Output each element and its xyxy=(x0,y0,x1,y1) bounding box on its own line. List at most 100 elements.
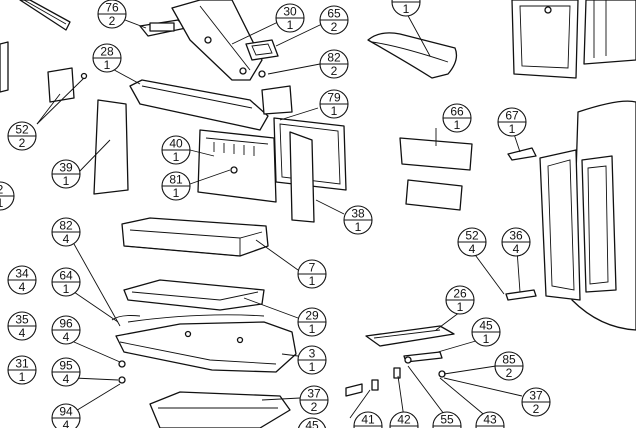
part-27-shape xyxy=(367,32,458,79)
part-quantity: 4 xyxy=(19,326,26,340)
part-quantity: 1 xyxy=(454,118,461,132)
part-number: 45 xyxy=(305,419,319,428)
part-95-screw xyxy=(118,376,126,384)
stove-body-right xyxy=(511,0,636,331)
part-number: 37 xyxy=(529,389,543,403)
part-number: 55 xyxy=(440,413,454,427)
part-42-shape xyxy=(393,367,401,379)
part-quantity: 1 xyxy=(0,196,4,210)
part-40-shape xyxy=(197,129,277,203)
part-37-shape xyxy=(149,391,291,428)
callout-balloon-45: 45 xyxy=(298,417,326,428)
part-quantity: 1 xyxy=(483,332,490,346)
callout-balloon-27: 271 xyxy=(391,0,421,17)
part-quantity: 1 xyxy=(331,104,338,118)
part-quantity: 4 xyxy=(63,418,70,428)
part-41-shape xyxy=(371,379,379,391)
part-7-shape xyxy=(121,217,269,257)
callout-balloon-2: 21 xyxy=(0,181,15,211)
part-number: 2 xyxy=(0,183,4,197)
part-number: 67 xyxy=(505,109,519,123)
part-quantity: 1 xyxy=(309,322,316,336)
part-65-shape xyxy=(245,39,279,61)
part-quantity: 1 xyxy=(173,186,180,200)
callout-balloon-39: 391 xyxy=(51,159,81,189)
callout-balloon-31: 311 xyxy=(7,355,37,385)
callout-balloon-37: 372 xyxy=(299,385,329,415)
part-76-shape xyxy=(139,19,187,37)
part-number: 65 xyxy=(327,7,341,21)
part-quantity: 2 xyxy=(19,136,26,150)
callout-balloon-85: 852 xyxy=(494,351,524,381)
part-55-shape xyxy=(404,356,412,364)
part-66b-shape xyxy=(405,179,463,211)
part-number: 35 xyxy=(15,313,29,327)
callout-balloon-34: 344 xyxy=(7,265,37,295)
callout-balloon-65: 652 xyxy=(319,5,349,35)
part-number: 31 xyxy=(15,357,29,371)
part-quantity: 1 xyxy=(63,174,70,188)
part-number: 28 xyxy=(100,45,114,59)
part-number: 38 xyxy=(351,207,365,221)
part-66-shape xyxy=(399,137,473,171)
callout-balloon-7: 71 xyxy=(297,259,327,289)
part-quantity: 1 xyxy=(509,122,516,136)
part-quantity: 2 xyxy=(311,400,318,414)
part-quantity: 1 xyxy=(309,274,316,288)
part-quantity: 1 xyxy=(403,2,410,16)
callout-balloon-3: 31 xyxy=(297,345,327,375)
callout-balloon-81: 811 xyxy=(161,171,191,201)
callout-balloon-38: 381 xyxy=(343,205,373,235)
part-36-shape xyxy=(505,289,537,301)
part-quantity: 1 xyxy=(19,370,26,384)
part-number: 94 xyxy=(59,405,73,419)
part-number: 66 xyxy=(450,105,464,119)
part-number: 79 xyxy=(327,91,341,105)
callout-balloon-29: 291 xyxy=(297,307,327,337)
part-number: 45 xyxy=(479,319,493,333)
part-45b-shape xyxy=(345,383,363,397)
callout-balloon-37: 372 xyxy=(521,387,551,417)
part-quantity: 2 xyxy=(109,14,116,28)
callout-balloon-45: 451 xyxy=(471,317,501,347)
part-number: 82 xyxy=(327,51,341,65)
part-quantity: 1 xyxy=(63,282,70,296)
part-number: 36 xyxy=(509,229,523,243)
part-number: 26 xyxy=(453,287,467,301)
part-number: 40 xyxy=(169,137,183,151)
callout-balloon-40: 401 xyxy=(161,135,191,165)
left-edge-panel xyxy=(0,41,9,93)
part-52-bracket xyxy=(47,67,88,103)
part-38-shape xyxy=(289,131,315,223)
part-3-shape xyxy=(115,314,297,373)
callout-balloon-79: 791 xyxy=(319,89,349,119)
callout-balloon-67: 671 xyxy=(497,107,527,137)
part-quantity: 1 xyxy=(104,58,111,72)
part-quantity: 1 xyxy=(355,220,362,234)
balloon-circle xyxy=(298,417,326,428)
part-number: 52 xyxy=(15,123,29,137)
callout-balloon-96: 964 xyxy=(51,315,81,345)
callout-balloon-64: 641 xyxy=(51,267,81,297)
callout-balloon-43: 43 xyxy=(475,411,505,428)
part-number: 95 xyxy=(59,359,73,373)
part-28-shape xyxy=(129,79,269,131)
part-quantity: 2 xyxy=(506,366,513,380)
part-quantity: 4 xyxy=(63,232,70,246)
part-quantity: 1 xyxy=(173,150,180,164)
part-number: 52 xyxy=(465,229,479,243)
callout-balloon-42: 42 xyxy=(389,411,419,428)
part-quantity: 1 xyxy=(457,300,464,314)
part-number: 42 xyxy=(397,413,411,427)
part-number: 39 xyxy=(59,161,73,175)
part-quantity: 4 xyxy=(513,242,520,256)
balloon-layer: 7623016522712818227915224016616713918112… xyxy=(0,0,551,428)
callout-balloon-41: 41 xyxy=(353,411,383,428)
part-79-tab xyxy=(261,85,293,115)
callout-balloon-66: 661 xyxy=(442,103,472,133)
part-29-shape xyxy=(123,279,265,311)
part-quantity: 4 xyxy=(469,242,476,256)
callout-balloon-36: 364 xyxy=(501,227,531,257)
part-number: 30 xyxy=(283,5,297,19)
